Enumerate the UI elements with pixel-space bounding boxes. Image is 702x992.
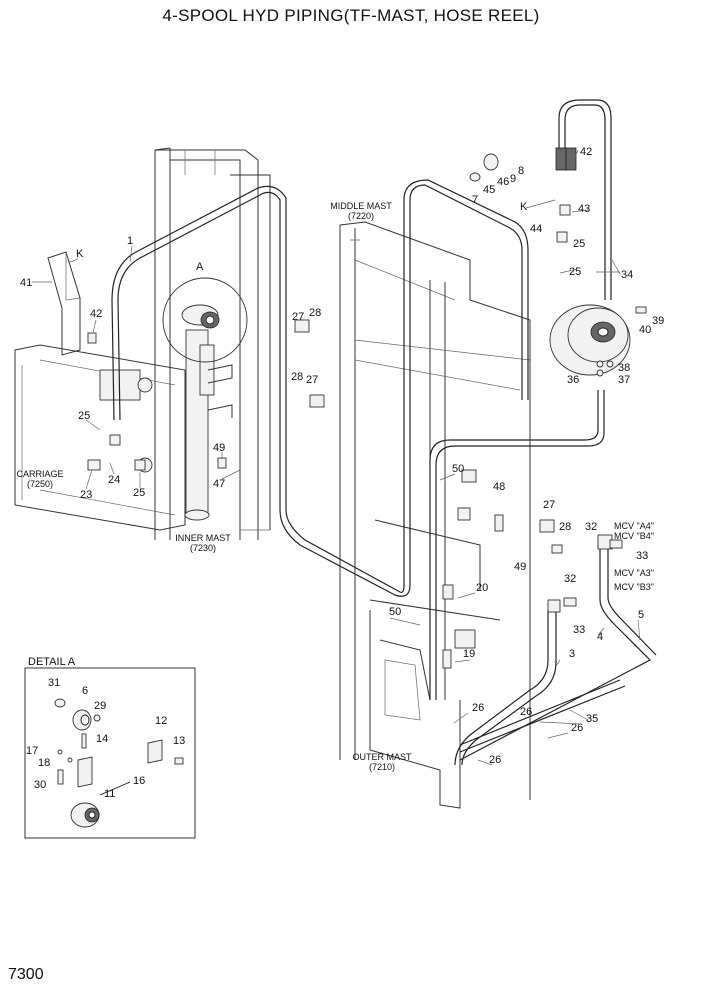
mcv-hoses xyxy=(454,545,657,766)
leader-lines xyxy=(32,149,641,766)
inner-mast-number: (7230) xyxy=(190,543,216,553)
callout-numbers: 1 3 4 5 7 8 9 19 20 23 24 25 25 25 25 26… xyxy=(20,146,664,766)
detail-callout-13: 13 xyxy=(173,735,185,747)
callout-41: 41 xyxy=(20,277,32,289)
detail-a-parts xyxy=(54,698,184,828)
detail-callout-12: 12 xyxy=(155,715,167,727)
inner-mast-frame xyxy=(154,147,271,540)
detail-callout-numbers: 6 11 12 13 14 16 17 18 29 30 31 xyxy=(26,677,185,800)
callout-26-c: 26 xyxy=(571,722,583,734)
callout-28-a: 28 xyxy=(309,307,321,319)
callout-32-a: 32 xyxy=(585,521,597,533)
detail-callout-18: 18 xyxy=(38,757,50,769)
callout-20: 20 xyxy=(476,582,488,594)
detail-a-box xyxy=(24,667,196,839)
callout-26-b: 26 xyxy=(520,706,532,718)
detail-a-circle xyxy=(162,277,248,363)
callout-26-a: 26 xyxy=(472,702,484,714)
middle-mast-label: MIDDLE MAST xyxy=(330,201,392,211)
callout-47: 47 xyxy=(213,478,225,490)
callout-27-b: 27 xyxy=(306,374,318,386)
callout-36: 36 xyxy=(567,374,579,386)
callout-24: 24 xyxy=(108,474,120,486)
inner-mast-label: INNER MAST xyxy=(175,533,231,543)
callout-28-c: 28 xyxy=(559,521,571,533)
callout-42-b: 42 xyxy=(580,146,592,158)
callout-34: 34 xyxy=(621,269,633,281)
callout-25-a: 25 xyxy=(78,410,90,422)
callout-38: 38 xyxy=(618,362,630,374)
reel-hose xyxy=(429,99,612,700)
middle-mast-number: (7220) xyxy=(348,211,374,221)
callout-37: 37 xyxy=(618,374,630,386)
callout-5: 5 xyxy=(638,609,644,621)
callout-39: 39 xyxy=(652,315,664,327)
callout-9: 9 xyxy=(510,173,516,185)
callout-1: 1 xyxy=(127,235,133,247)
carriage-number: (7250) xyxy=(27,479,53,489)
detail-callout-11: 11 xyxy=(104,788,115,800)
detail-callout-14: 14 xyxy=(96,733,108,745)
cylinder-head xyxy=(181,304,220,329)
callout-25-c: 25 xyxy=(573,238,585,250)
callout-48: 48 xyxy=(493,481,505,493)
callout-50-a: 50 xyxy=(452,463,464,475)
detail-callout-31: 31 xyxy=(48,677,60,689)
outer-mast-number: (7210) xyxy=(369,762,395,772)
detail-a-marker: A xyxy=(196,261,204,273)
callout-44: 44 xyxy=(530,223,542,235)
callout-49-a: 49 xyxy=(213,442,225,454)
detail-callout-16: 16 xyxy=(133,775,145,787)
callout-8: 8 xyxy=(518,165,524,177)
hose-reel xyxy=(549,304,631,376)
callout-43: 43 xyxy=(578,203,590,215)
detail-callout-29: 29 xyxy=(94,700,106,712)
callout-4: 4 xyxy=(597,631,603,643)
hose-1 xyxy=(111,179,529,597)
detail-a-title: DETAIL A xyxy=(28,656,76,668)
callout-3: 3 xyxy=(569,648,575,660)
callout-27-c: 27 xyxy=(543,499,555,511)
callout-42-a: 42 xyxy=(90,308,102,320)
k-marker-right: K xyxy=(520,201,528,213)
callout-46: 46 xyxy=(497,176,509,188)
outer-mast-label: OUTER MAST xyxy=(352,752,412,762)
callout-7: 7 xyxy=(472,194,478,206)
callout-35: 35 xyxy=(586,713,598,725)
callout-26-d: 26 xyxy=(489,754,501,766)
page-title: 4-SPOOL HYD PIPING(TF-MAST, HOSE REEL) xyxy=(162,6,540,25)
carriage-label: CARRIAGE xyxy=(16,469,63,479)
callout-49-b: 49 xyxy=(514,561,526,573)
page-number: 7300 xyxy=(8,966,44,983)
outer-mast-frame xyxy=(369,610,476,809)
middle-mast-frame xyxy=(339,221,531,800)
mcv-b3-label: MCV "B3" xyxy=(614,582,654,592)
callout-50-b: 50 xyxy=(389,606,401,618)
callout-25-b: 25 xyxy=(133,487,145,499)
detail-callout-6: 6 xyxy=(82,685,88,697)
mcv-b4-label: MCV "B4" xyxy=(614,531,654,541)
mcv-a4-label: MCV "A4" xyxy=(614,521,654,531)
callout-19: 19 xyxy=(463,648,475,660)
k-marker-left: K xyxy=(76,248,84,260)
callout-23: 23 xyxy=(80,489,92,501)
backrest-plate xyxy=(47,251,81,356)
callout-28-b: 28 xyxy=(291,371,303,383)
callout-32-b: 32 xyxy=(564,573,576,585)
detail-callout-17: 17 xyxy=(26,745,38,757)
fittings xyxy=(87,147,647,669)
callout-27-a: 27 xyxy=(292,311,304,323)
callout-33-a: 33 xyxy=(636,550,648,562)
detail-callout-30: 30 xyxy=(34,779,46,791)
callout-45: 45 xyxy=(483,184,495,196)
lift-cylinder xyxy=(184,329,233,521)
carriage-frame xyxy=(14,344,186,531)
callout-33-b: 33 xyxy=(573,624,585,636)
mcv-a3-label: MCV "A3" xyxy=(614,568,654,578)
callout-25-d: 25 xyxy=(569,266,581,278)
callout-40: 40 xyxy=(639,324,651,336)
